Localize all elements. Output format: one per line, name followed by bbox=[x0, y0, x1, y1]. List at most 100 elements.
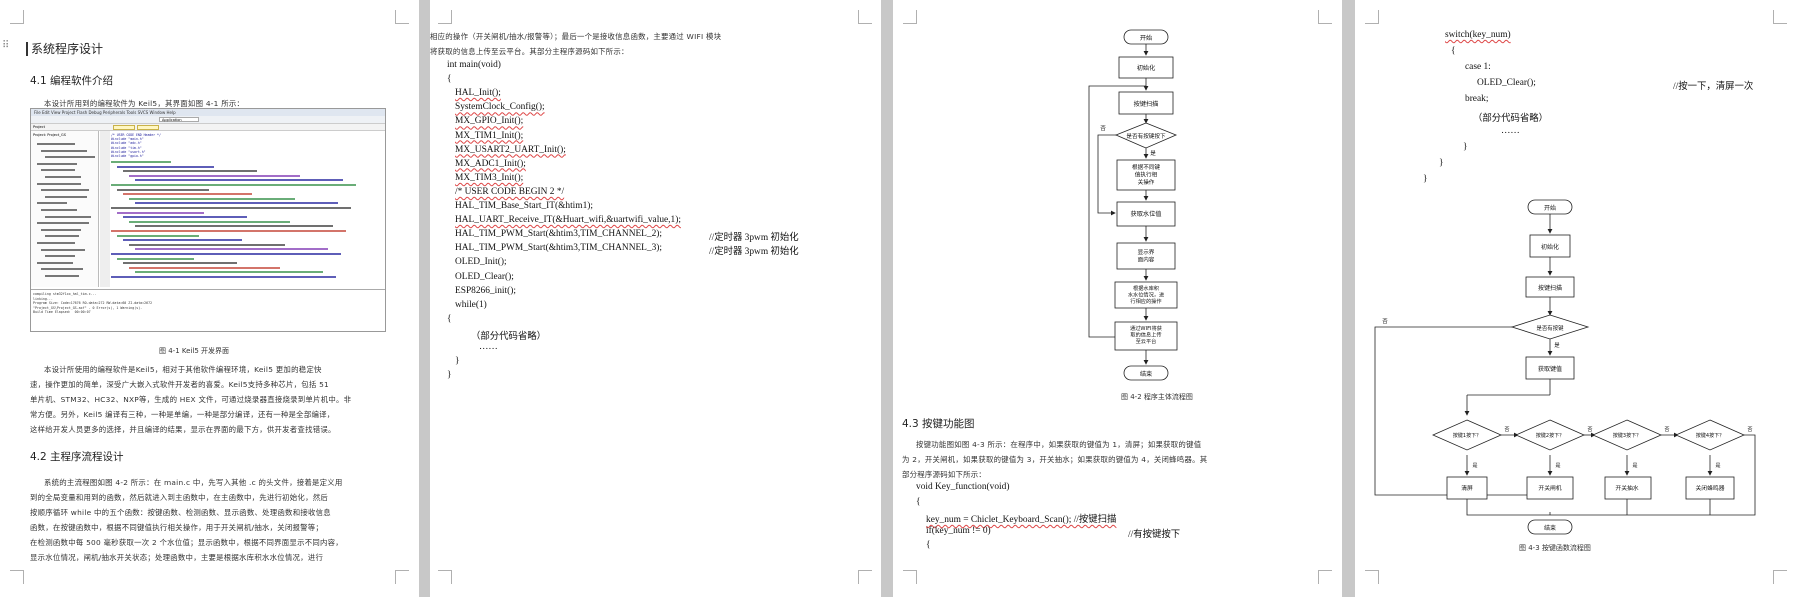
code-line: HAL_TIM_Base_Start_IT(&htim1); bbox=[455, 201, 593, 211]
code-line: } bbox=[455, 356, 460, 367]
code-block-switch: switch(key_num){case 1:OLED_Clear();brea… bbox=[1355, 30, 1795, 200]
flow-decision-key: 是否有按键 bbox=[1537, 324, 1565, 332]
text-line: 单片机、STM32、HC32、NXP等，生成的 HEX 文件，可通过烧录器直接烧… bbox=[30, 395, 352, 404]
page-corner-mark bbox=[438, 570, 452, 584]
keil-code-text: /* USER CODE END Header */ #include "mai… bbox=[111, 133, 161, 159]
code-line: MX_TIM1_Init(); bbox=[455, 130, 524, 141]
flow-key-decision: 按键2按下？ bbox=[1536, 432, 1564, 439]
section-intro: 本设计所用到的编程软件为 Keil5，其界面如图 4-1 所示： bbox=[44, 99, 245, 108]
code-line: OLED_Clear(); bbox=[455, 271, 514, 282]
code-line: { bbox=[1451, 46, 1456, 56]
page-corner-mark bbox=[10, 10, 24, 24]
code-line: MX_GPIO_Init(); bbox=[455, 116, 524, 127]
code-line: if(key_num != 0) bbox=[926, 525, 991, 536]
code-block-key-function: void Key_function(void){key_num = Chicle… bbox=[916, 482, 1336, 592]
section-title-4-2: 4.2 主程序流程设计 bbox=[30, 451, 124, 463]
code-line: ESP8266_init(); bbox=[455, 285, 516, 296]
text-line: 到的全局变量和用到的函数，然后就进入到主函数中，在主函数中，先进行初始化，然后 bbox=[30, 493, 328, 502]
code-line: } bbox=[447, 370, 452, 381]
flow-text-line: 行相应的操作 bbox=[1130, 297, 1161, 305]
flow-text-line: 至云平台 bbox=[1136, 337, 1157, 345]
flow-init: 初始化 bbox=[1137, 64, 1156, 72]
document-page-3: 开始 初始化 按键扫描 是否有按键按下 是 否 根据不同键值执行相关操作 获取水… bbox=[893, 0, 1342, 597]
code-line: { bbox=[447, 313, 452, 324]
flow-text-line: 水水位情况，进 bbox=[1128, 291, 1164, 299]
code-line: MX_TIM3_Init(); bbox=[455, 172, 524, 183]
text-line: 部分程序源码如下所示： bbox=[902, 470, 987, 479]
page-corner-mark bbox=[438, 10, 452, 24]
page-corner-mark bbox=[1318, 10, 1332, 24]
flow-yes-label: 是 bbox=[1632, 463, 1637, 469]
document-page-4: switch(key_num){case 1:OLED_Clear();brea… bbox=[1355, 0, 1797, 597]
paragraph-main-flow: 系统的主流程图如图 4-2 所示：在 main.c 中，先写入其他 .c 的头文… bbox=[30, 475, 343, 565]
flow-handle-key: 根据不同键值执行相关操作 bbox=[1132, 163, 1160, 186]
code-line: { bbox=[916, 496, 921, 507]
keil-tab-strip: Project bbox=[31, 124, 385, 131]
flow-no-label: 否 bbox=[1747, 427, 1752, 433]
flow-upload: 通过WIFI将获取的信息上传至云平台 bbox=[1130, 324, 1162, 345]
text-line: 显示水位情况，闸机/抽水开关状态；处理函数中，主要是根据水库积水水位情况，进行 bbox=[30, 553, 324, 562]
flow-action: 关闭蜂鸣器 bbox=[1696, 484, 1725, 492]
page-corner-mark bbox=[903, 570, 917, 584]
flow-key-decision: 按键3按下？ bbox=[1613, 432, 1641, 439]
code-comment: //按一下，清屏一次 bbox=[1673, 82, 1754, 92]
text-line: 按键功能图如图 4-3 所示：在程序中，如果获取的键值为 1，清屏；如果获取的键… bbox=[916, 440, 1202, 449]
keil-build-output: compiling stm32f1xx_hal_tim.c... linking… bbox=[31, 289, 385, 331]
flow-action: 开关抽水 bbox=[1615, 484, 1638, 492]
flow-key-scan: 按键扫描 bbox=[1134, 100, 1159, 108]
flow-process: 根据水库积水水位情况，进行相应的操作 bbox=[1128, 284, 1164, 305]
text-line: 本设计所使用的编程软件是Keil5，相对于其他软件编程环境，Keil5 更加的稳… bbox=[44, 365, 322, 374]
text-line: 将获取的信息上传至云平台。其部分主程序源码如下所示： bbox=[430, 47, 629, 56]
keil-code-editor: /* USER CODE END Header */ #include "mai… bbox=[111, 133, 381, 285]
code-line: key_num = Chiclet_Keyboard_Scan(); //按键扫… bbox=[926, 515, 1117, 525]
code-line: int main(void) bbox=[447, 60, 501, 70]
page-corner-mark bbox=[1773, 10, 1787, 24]
flow-start: 开始 bbox=[1140, 34, 1152, 42]
text-line: 按顺序循环 while 中的五个函数：按键函数、检测函数、显示函数、处理函数和接… bbox=[30, 508, 331, 517]
chapter-title: 系统程序设计 bbox=[26, 40, 104, 57]
flow-no-label: 否 bbox=[1664, 427, 1669, 433]
paragraph-continued: 相应的操作（开关闸机/抽水/报警等）；最后一个是接收信息函数，主要通过 WIFI… bbox=[430, 29, 721, 59]
text-line: 为 2，开关闸机，如果获取的键值为 3，开关抽水；如果获取的键值为 4，关闭蜂鸣… bbox=[902, 455, 1208, 464]
flow-key-decision: 按键4按下？ bbox=[1696, 432, 1724, 439]
flow-get-level: 获取水位值 bbox=[1131, 210, 1162, 218]
flow-yes-label: 是 bbox=[1472, 463, 1477, 469]
code-line: switch(key_num) bbox=[1445, 30, 1511, 40]
code-line: HAL_UART_Receive_IT(&Huart_wifi,&uartwif… bbox=[455, 215, 681, 226]
flowchart-main-program: 开始 初始化 按键扫描 是否有按键按下 是 否 根据不同键值执行相关操作 获取水… bbox=[1088, 29, 1178, 381]
page-corner-mark bbox=[10, 570, 24, 584]
flow-text-line: 显示界 bbox=[1138, 249, 1155, 256]
code-line: HAL_Init(); bbox=[455, 88, 501, 99]
code-line: while(1) bbox=[455, 299, 487, 310]
figure-caption-4-2: 图 4-2 程序主体流程图 bbox=[1121, 393, 1193, 401]
text-line: 系统的主流程图如图 4-2 所示：在 main.c 中，先写入其他 .c 的头文… bbox=[44, 478, 343, 487]
text-line: 函数，在按键函数中，根据不同键值执行相关操作，用于开关闸机/抽水，关闭报警等； bbox=[30, 523, 324, 532]
code-line: HAL_TIM_PWM_Start(&htim3,TIM_CHANNEL_2); bbox=[455, 229, 663, 240]
page-corner-mark bbox=[1365, 570, 1379, 584]
flowchart-key-function: 开始 初始化 按键扫描 是否有按键 是 否 获取键值 按键1按下？是否按键2按下… bbox=[1374, 199, 1756, 535]
code-block-main: int main(void){HAL_Init();SystemClock_Co… bbox=[447, 60, 867, 460]
page-corner-mark bbox=[1773, 570, 1787, 584]
paragraph-keil-intro: 本设计所使用的编程软件是Keil5，相对于其他软件编程环境，Keil5 更加的稳… bbox=[30, 362, 351, 437]
code-line: case 1: bbox=[1465, 62, 1491, 72]
code-line: OLED_Init(); bbox=[455, 257, 507, 268]
code-line: …… bbox=[1501, 126, 1520, 136]
code-comment: //定时器 3pwm 初始化 bbox=[709, 233, 799, 244]
page-corner-mark bbox=[903, 10, 917, 24]
text-line: 速，操作更加的简单，深受广大嵌入式软件开发者的喜爱。Keil5支持多种芯片，包括… bbox=[30, 380, 330, 389]
flow-start: 开始 bbox=[1544, 204, 1556, 212]
flow-end: 结束 bbox=[1140, 370, 1152, 378]
page-corner-mark bbox=[1318, 570, 1332, 584]
code-line: OLED_Clear(); bbox=[1477, 78, 1536, 88]
figure-caption-4-3: 图 4-3 按键函数流程图 bbox=[1519, 544, 1591, 552]
flow-init: 初始化 bbox=[1541, 243, 1559, 251]
flow-text-line: 根据水库积 bbox=[1133, 284, 1159, 292]
keil-menu-bar: File Edit View Project Flash Debug Perip… bbox=[31, 109, 385, 116]
flow-text-line: 值执行相 bbox=[1135, 170, 1158, 178]
page-corner-mark bbox=[395, 570, 409, 584]
drag-handle-icon[interactable]: ⠿ bbox=[2, 40, 10, 51]
page-corner-mark bbox=[395, 10, 409, 24]
code-line: /* USER CODE BEGIN 2 */ bbox=[455, 186, 565, 197]
keil-line-gutter bbox=[100, 131, 110, 287]
code-line: HAL_TIM_PWM_Start(&htim3,TIM_CHANNEL_3); bbox=[455, 243, 663, 254]
